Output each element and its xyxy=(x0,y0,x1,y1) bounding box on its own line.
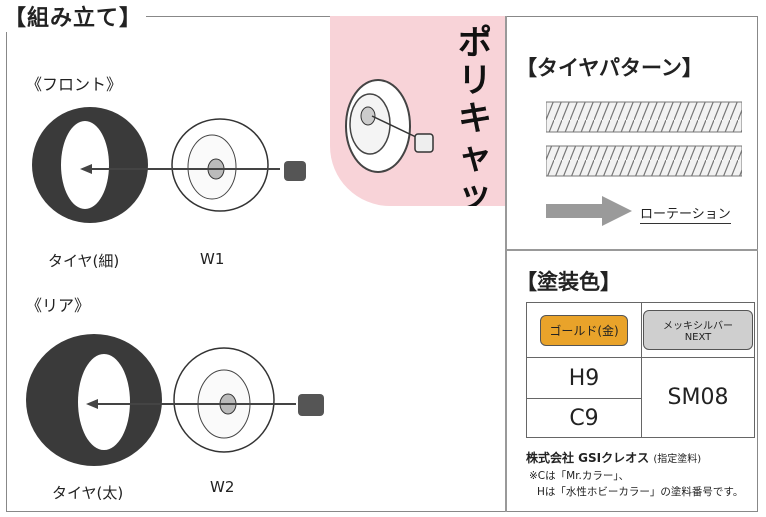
tire-tread-illustration xyxy=(546,101,742,177)
silver-swatch: メッキシルバーNEXT xyxy=(643,310,753,350)
gold-code-c: C9 xyxy=(526,398,642,438)
divider-horizontal xyxy=(505,249,758,251)
divider-vertical xyxy=(505,16,507,512)
rear-wheel-label: W2 xyxy=(210,478,235,496)
gold-code-h: H9 xyxy=(526,357,642,399)
front-wheel-label: W1 xyxy=(200,250,225,268)
paint-heading: 【塗装色】 xyxy=(516,270,621,294)
rear-heading: 《リア》 xyxy=(26,296,91,315)
rear-assembly-illustration xyxy=(26,334,324,466)
page-title: 【組み立て】 xyxy=(0,0,147,32)
front-heading: 《フロント》 xyxy=(26,75,123,94)
gold-header-cell: ゴールド(金) xyxy=(526,302,642,358)
note-line-1: ※Cは「Mr.カラー」、 xyxy=(529,470,630,482)
paint-note: ※Cは「Mr.カラー」、 Hは「水性ホビーカラー」の塗料番号です。 xyxy=(529,468,743,500)
paint-maker: 株式会社 GSIクレオス (指定塗料) xyxy=(526,449,701,466)
front-assembly-illustration xyxy=(32,107,306,223)
rear-tire-label: タイヤ(太) xyxy=(52,484,124,502)
silver-header-cell: メッキシルバーNEXT xyxy=(641,302,755,358)
silver-code: SM08 xyxy=(641,357,755,438)
front-tire-label: タイヤ(細) xyxy=(48,252,120,270)
paint-table: ゴールド(金) メッキシルバーNEXT H9 SM08 C9 xyxy=(526,302,755,438)
polycap-title: ポリキャップ式 xyxy=(458,23,492,206)
polycap-illustration xyxy=(345,79,434,173)
tire-pattern-heading: 【タイヤパターン】 xyxy=(516,56,703,80)
rotation-label: ローテーション xyxy=(640,203,731,224)
maker-name: 株式会社 GSIクレオス xyxy=(526,451,650,465)
gold-swatch: ゴールド(金) xyxy=(540,314,628,346)
polycap-panel: ポリキャップ式 xyxy=(330,16,505,206)
rotation-arrow-icon xyxy=(546,196,632,226)
note-line-2: Hは「水性ホビーカラー」の塗料番号です。 xyxy=(537,486,744,498)
maker-note: (指定塗料) xyxy=(653,454,702,465)
